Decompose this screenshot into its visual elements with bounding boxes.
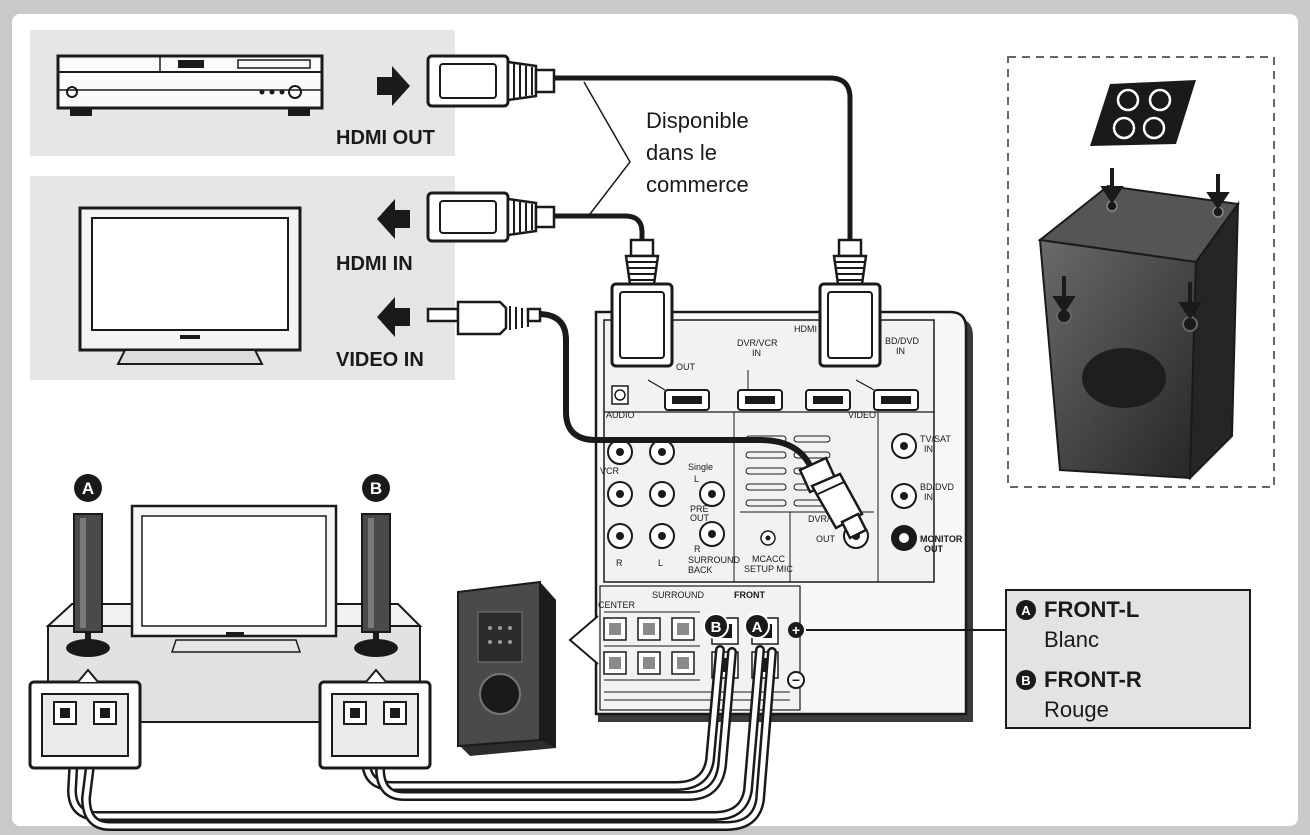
svg-text:A: A [82, 479, 94, 498]
receiver-label-bd-dvd-in: IN [896, 346, 905, 356]
hdmi-plug-receiver-bd [818, 238, 882, 368]
receiver-label-bd-dvd: BD/DVD [885, 336, 920, 346]
plus-sign: + [792, 622, 800, 638]
receiver-label-r-bottom: R [616, 558, 623, 568]
rca-plug-tv [426, 300, 542, 336]
label-hdmi-in: HDMI IN [336, 253, 413, 275]
legend-box: A FRONT-L Blanc B FRONT-R Rouge [1005, 589, 1251, 729]
rca-plug-receiver [798, 456, 868, 540]
callout-bracket [583, 81, 631, 215]
terminal-box-left [28, 668, 142, 770]
receiver-label-hdmi: HDMI [794, 324, 817, 334]
speaker-wires [67, 645, 777, 831]
receiver-label-pre-out: OUT [690, 513, 710, 523]
hdmi-cable-player [552, 75, 853, 252]
badge-b-speaker: B [362, 474, 390, 502]
receiver-label-mcacc: MCACC [752, 554, 785, 564]
hdmi-plug-receiver-out [610, 238, 674, 368]
receiver-label-center: CENTER [598, 600, 636, 610]
receiver-label-tv-sat: TV/SAT [920, 434, 951, 444]
speaker-right [354, 513, 398, 657]
hdmi-plug-tv [426, 191, 556, 243]
arrow-left-icon [377, 297, 410, 337]
cable-note-line2: dans le [646, 140, 717, 165]
bd-player [56, 54, 324, 116]
legend-front-r-name: FRONT-R [1044, 667, 1142, 692]
receiver-label-pre: PRE [690, 504, 709, 514]
hdmi-plug-player [426, 54, 556, 108]
badge-b-terminal: B [703, 613, 729, 639]
receiver-label-tv-sat-in: IN [924, 444, 933, 454]
receiver-label-video: VIDEO [848, 410, 876, 420]
receiver-label-l-bottom: L [658, 558, 663, 568]
subwoofer-large [1037, 184, 1240, 481]
receiver-label-bd-dvd-2-in: IN [924, 492, 933, 502]
svg-text:A: A [1021, 603, 1031, 618]
receiver-label-dvr-vcr-in: IN [752, 348, 761, 358]
hdmi-cable-tv [552, 213, 645, 252]
receiver-label-l-top: L [694, 474, 699, 484]
label-video-in: VIDEO IN [336, 349, 424, 371]
legend-front-l-name: FRONT-L [1044, 597, 1139, 622]
badge-a-terminal: A [744, 613, 770, 639]
subwoofer-feet-inset [1007, 56, 1275, 488]
speaker-left [66, 513, 110, 657]
arrow-right-icon [377, 66, 410, 106]
video-cable [537, 311, 815, 472]
receiver-label-r-mid: R [694, 544, 701, 554]
arrow-down-icon [1052, 168, 1230, 320]
svg-text:B: B [1021, 673, 1030, 688]
arrow-left-icon [377, 199, 410, 239]
receiver-back-panel: + − HDMI OUT DVR/VCR IN BD/DVD IN AUDIO … [594, 310, 973, 722]
legend-front-r-color: Rouge [1044, 697, 1109, 722]
receiver-label-front: FRONT [734, 590, 765, 600]
svg-text:A: A [752, 619, 763, 636]
receiver-label-dvr-v: DVR/V [808, 514, 836, 524]
receiver-label-monitor-out: OUT [924, 544, 944, 554]
terminal-box-right [318, 668, 432, 770]
subwoofer-small [457, 580, 599, 756]
receiver-label-surround: SURROUND [688, 555, 741, 565]
cable-note-line1: Disponible [646, 108, 749, 133]
badge-a-speaker: A [74, 474, 102, 502]
receiver-label-single: Single [688, 462, 713, 472]
rubber-feet-sheet [1090, 80, 1196, 146]
cable-note-line3: commerce [646, 172, 749, 197]
television [78, 206, 302, 365]
receiver-label-setup-mic: SETUP MIC [744, 564, 793, 574]
receiver-label-dvr-v-out: OUT [816, 534, 836, 544]
receiver-label-bd-dvd-2: BD/DVD [920, 482, 955, 492]
receiver-label-surround-back: BACK [688, 565, 713, 575]
legend-front-l-color: Blanc [1044, 627, 1099, 652]
label-hdmi-out: HDMI OUT [336, 127, 435, 149]
receiver-label-monitor: MONITOR [920, 534, 963, 544]
svg-text:B: B [370, 479, 382, 498]
receiver-label-surround-sp: SURROUND [652, 590, 705, 600]
receiver-label-vcr: VCR [600, 466, 620, 476]
receiver-label-out: OUT [676, 362, 696, 372]
receiver-label-dvr-vcr: DVR/VCR [737, 338, 778, 348]
tv-on-cabinet [130, 504, 338, 653]
receiver-label-audio: AUDIO [606, 410, 635, 420]
legend-item-front-l: A FRONT-L Blanc [1016, 597, 1139, 652]
legend-item-front-r: B FRONT-R Rouge [1016, 667, 1142, 722]
minus-sign: − [792, 672, 800, 688]
svg-text:B: B [711, 619, 722, 636]
